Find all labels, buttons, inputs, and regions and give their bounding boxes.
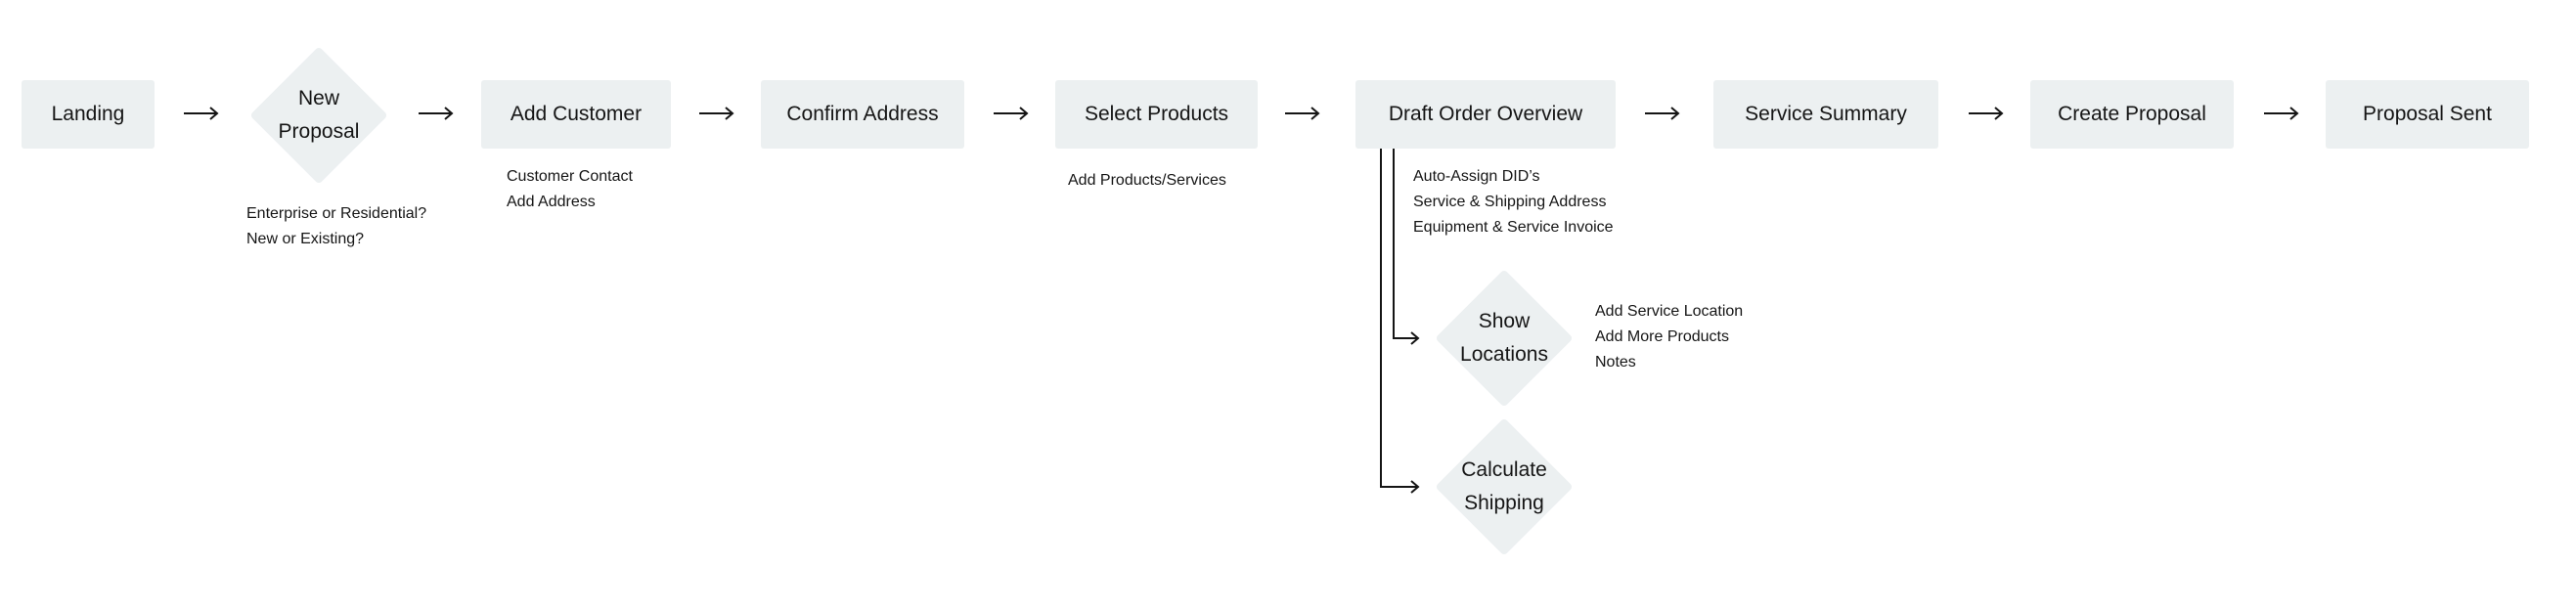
show-locations-label-line1: Show [1478, 310, 1531, 332]
notes-add-customer: Customer Contact Add Address [507, 164, 633, 215]
arrow-2 [417, 104, 456, 123]
arrow-5 [1283, 104, 1322, 123]
node-create-proposal: Create Proposal [2030, 80, 2234, 149]
node-proposal-sent: Proposal Sent [2326, 80, 2529, 149]
calculate-shipping-label-line2: Shipping [1464, 492, 1544, 514]
connector-to-calculate-shipping [1380, 149, 1418, 488]
show-locations-label-line2: Locations [1460, 343, 1548, 366]
node-landing: Landing [22, 80, 155, 149]
note-line: Service & Shipping Address [1413, 194, 1607, 210]
node-service-summary-label: Service Summary [1745, 103, 1907, 125]
note-line: Customer Contact [507, 168, 633, 185]
node-calculate-shipping: Calculate Shipping [1434, 416, 1575, 557]
new-proposal-label-line1: New [297, 87, 339, 109]
note-line: New or Existing? [246, 231, 365, 247]
arrow-4 [992, 104, 1031, 123]
node-create-proposal-label: Create Proposal [2058, 103, 2206, 125]
node-confirm-address: Confirm Address [761, 80, 964, 149]
note-line: Enterprise or Residential? [246, 205, 427, 222]
note-line: Notes [1595, 354, 1636, 370]
arrow-3 [697, 104, 736, 123]
node-select-products: Select Products [1055, 80, 1258, 149]
note-line: Add Products/Services [1068, 172, 1226, 189]
notes-new-proposal: Enterprise or Residential? New or Existi… [246, 201, 426, 252]
node-landing-label: Landing [51, 103, 125, 125]
arrow-6 [1643, 104, 1682, 123]
note-line: Equipment & Service Invoice [1413, 219, 1614, 236]
node-add-customer: Add Customer [481, 80, 671, 149]
connector-to-show-locations [1393, 149, 1418, 339]
arrowhead-show-locations [1410, 331, 1420, 345]
note-line: Add Service Location [1595, 303, 1744, 320]
node-add-customer-label: Add Customer [510, 103, 643, 125]
arrow-7 [1967, 104, 2006, 123]
node-proposal-sent-label: Proposal Sent [2363, 103, 2492, 125]
notes-select-products: Add Products/Services [1068, 168, 1226, 194]
note-line: Add More Products [1595, 328, 1729, 345]
arrow-8 [2262, 104, 2301, 123]
arrowhead-calculate-shipping [1410, 480, 1420, 494]
arrow-1 [182, 104, 221, 123]
node-select-products-label: Select Products [1084, 103, 1229, 125]
node-confirm-address-label: Confirm Address [786, 103, 939, 125]
notes-show-locations: Add Service Location Add More Products N… [1595, 299, 1743, 375]
notes-draft-order-overview: Auto-Assign DID’s Service & Shipping Add… [1413, 164, 1614, 240]
node-service-summary: Service Summary [1713, 80, 1938, 149]
calculate-shipping-label-line1: Calculate [1461, 458, 1547, 481]
new-proposal-label-line2: Proposal [278, 120, 360, 143]
node-show-locations: Show Locations [1434, 268, 1575, 409]
node-new-proposal: New Proposal [248, 45, 389, 186]
note-line: Auto-Assign DID’s [1413, 168, 1540, 185]
note-line: Add Address [507, 194, 596, 210]
node-draft-order-overview-label: Draft Order Overview [1388, 103, 1583, 125]
node-draft-order-overview: Draft Order Overview [1355, 80, 1616, 149]
